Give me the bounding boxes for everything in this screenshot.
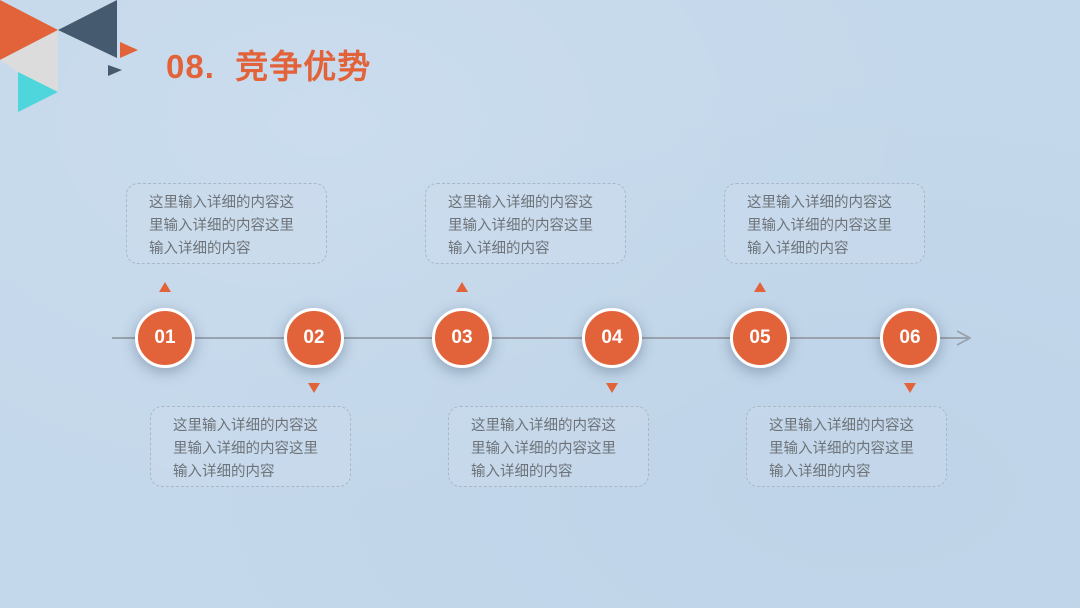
pointer-up-icon (159, 282, 171, 292)
text-line: 输入详细的内容 (747, 241, 849, 257)
pointer-down-icon (904, 383, 916, 393)
timeline-node-01[interactable]: 01 (135, 308, 195, 368)
timeline-line (112, 337, 968, 339)
pointer-up-icon (456, 282, 468, 292)
timeline-text-box-04: 这里输入详细的内容这 里输入详细的内容这里 输入详细的内容 (448, 406, 649, 487)
pointer-down-icon (606, 383, 618, 393)
decorative-triangles-icon (0, 0, 138, 112)
timeline-text-box-03: 这里输入详细的内容这 里输入详细的内容这里 输入详细的内容 (425, 183, 626, 264)
page-title: 08. 竞争优势 (166, 48, 372, 85)
text-line: 输入详细的内容 (471, 464, 573, 480)
timeline-node-02[interactable]: 02 (284, 308, 344, 368)
text-line: 里输入详细的内容这里 (448, 218, 593, 234)
text-line: 里输入详细的内容这里 (471, 441, 616, 457)
arrow-right-icon (956, 330, 971, 346)
pointer-up-icon (754, 282, 766, 292)
text-line: 这里输入详细的内容这 (173, 418, 318, 434)
timeline-text-box-01: 这里输入详细的内容这 里输入详细的内容这里 输入详细的内容 (126, 183, 327, 264)
timeline-text-box-05: 这里输入详细的内容这 里输入详细的内容这里 输入详细的内容 (724, 183, 925, 264)
pointer-down-icon (308, 383, 320, 393)
text-line: 这里输入详细的内容这 (448, 195, 593, 211)
timeline-text-box-02: 这里输入详细的内容这 里输入详细的内容这里 输入详细的内容 (150, 406, 351, 487)
text-line: 里输入详细的内容这里 (769, 441, 914, 457)
text-line: 里输入详细的内容这里 (747, 218, 892, 234)
timeline-node-06[interactable]: 06 (880, 308, 940, 368)
timeline-text-box-06: 这里输入详细的内容这 里输入详细的内容这里 输入详细的内容 (746, 406, 947, 487)
text-line: 里输入详细的内容这里 (149, 218, 294, 234)
timeline-node-05[interactable]: 05 (730, 308, 790, 368)
text-line: 输入详细的内容 (149, 241, 251, 257)
text-line: 这里输入详细的内容这 (149, 195, 294, 211)
text-line: 输入详细的内容 (769, 464, 871, 480)
text-line: 里输入详细的内容这里 (173, 441, 318, 457)
text-line: 输入详细的内容 (448, 241, 550, 257)
timeline-node-03[interactable]: 03 (432, 308, 492, 368)
text-line: 输入详细的内容 (173, 464, 275, 480)
text-line: 这里输入详细的内容这 (747, 195, 892, 211)
text-line: 这里输入详细的内容这 (471, 418, 616, 434)
text-line: 这里输入详细的内容这 (769, 418, 914, 434)
timeline-node-04[interactable]: 04 (582, 308, 642, 368)
